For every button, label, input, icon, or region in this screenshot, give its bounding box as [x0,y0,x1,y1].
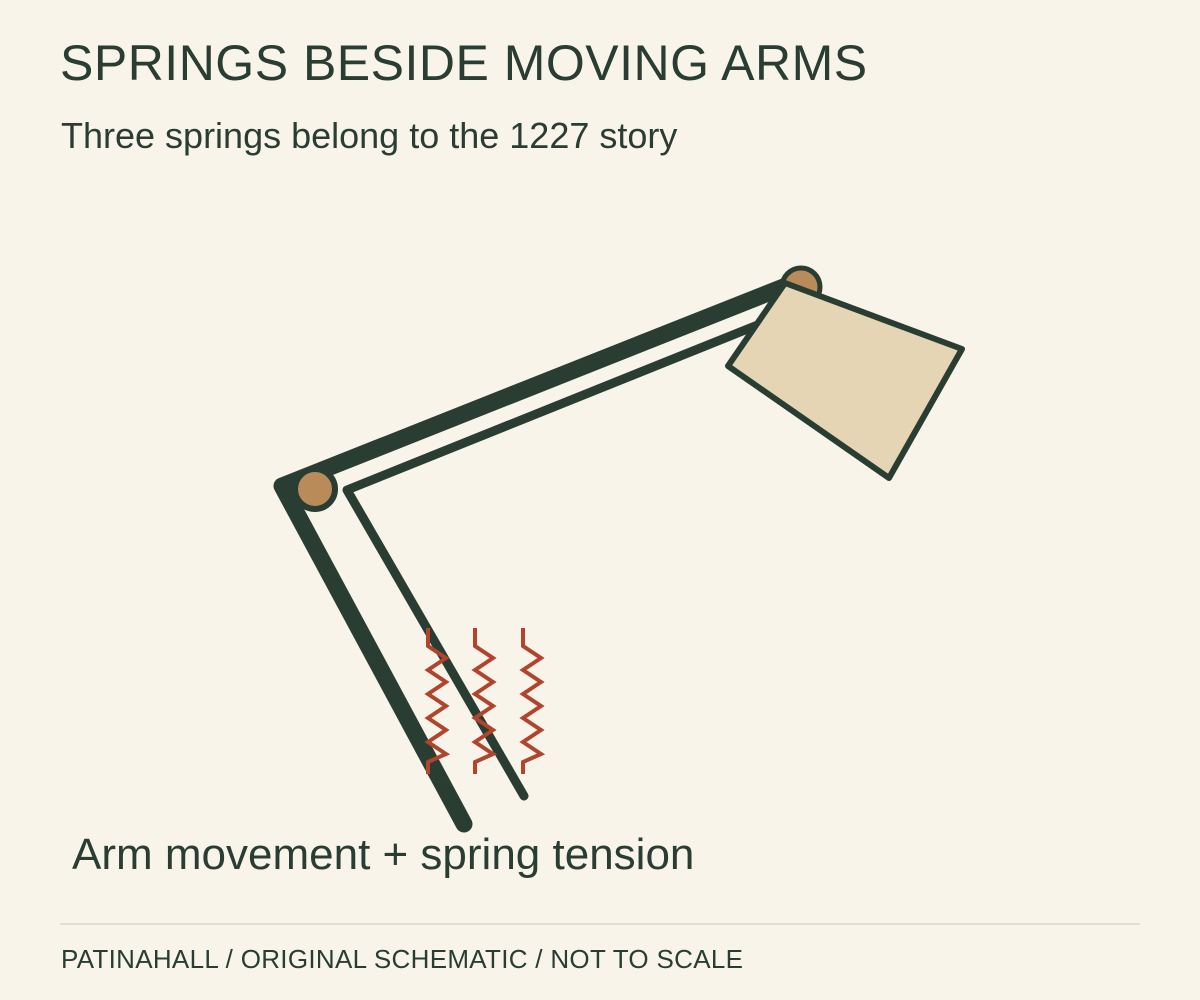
main-arm [273,273,805,833]
lamp-arms [273,273,805,833]
diagram-subtitle: Three springs belong to the 1227 story [61,115,678,156]
lamp-shade [725,280,965,481]
spring-3 [519,628,546,774]
diagram-caption: Arm movement + spring tension [72,830,695,879]
footer-credit: PATINAHALL / ORIGINAL SCHEMATIC / NOT TO… [61,944,744,974]
parallel-arm [342,311,785,801]
footer-divider [60,923,1140,925]
diagram-title: SPRINGS BESIDE MOVING ARMS [60,35,868,91]
spring-2 [471,628,498,774]
spring-1 [424,628,451,774]
elbow-joint [292,466,338,512]
springs [424,628,546,774]
